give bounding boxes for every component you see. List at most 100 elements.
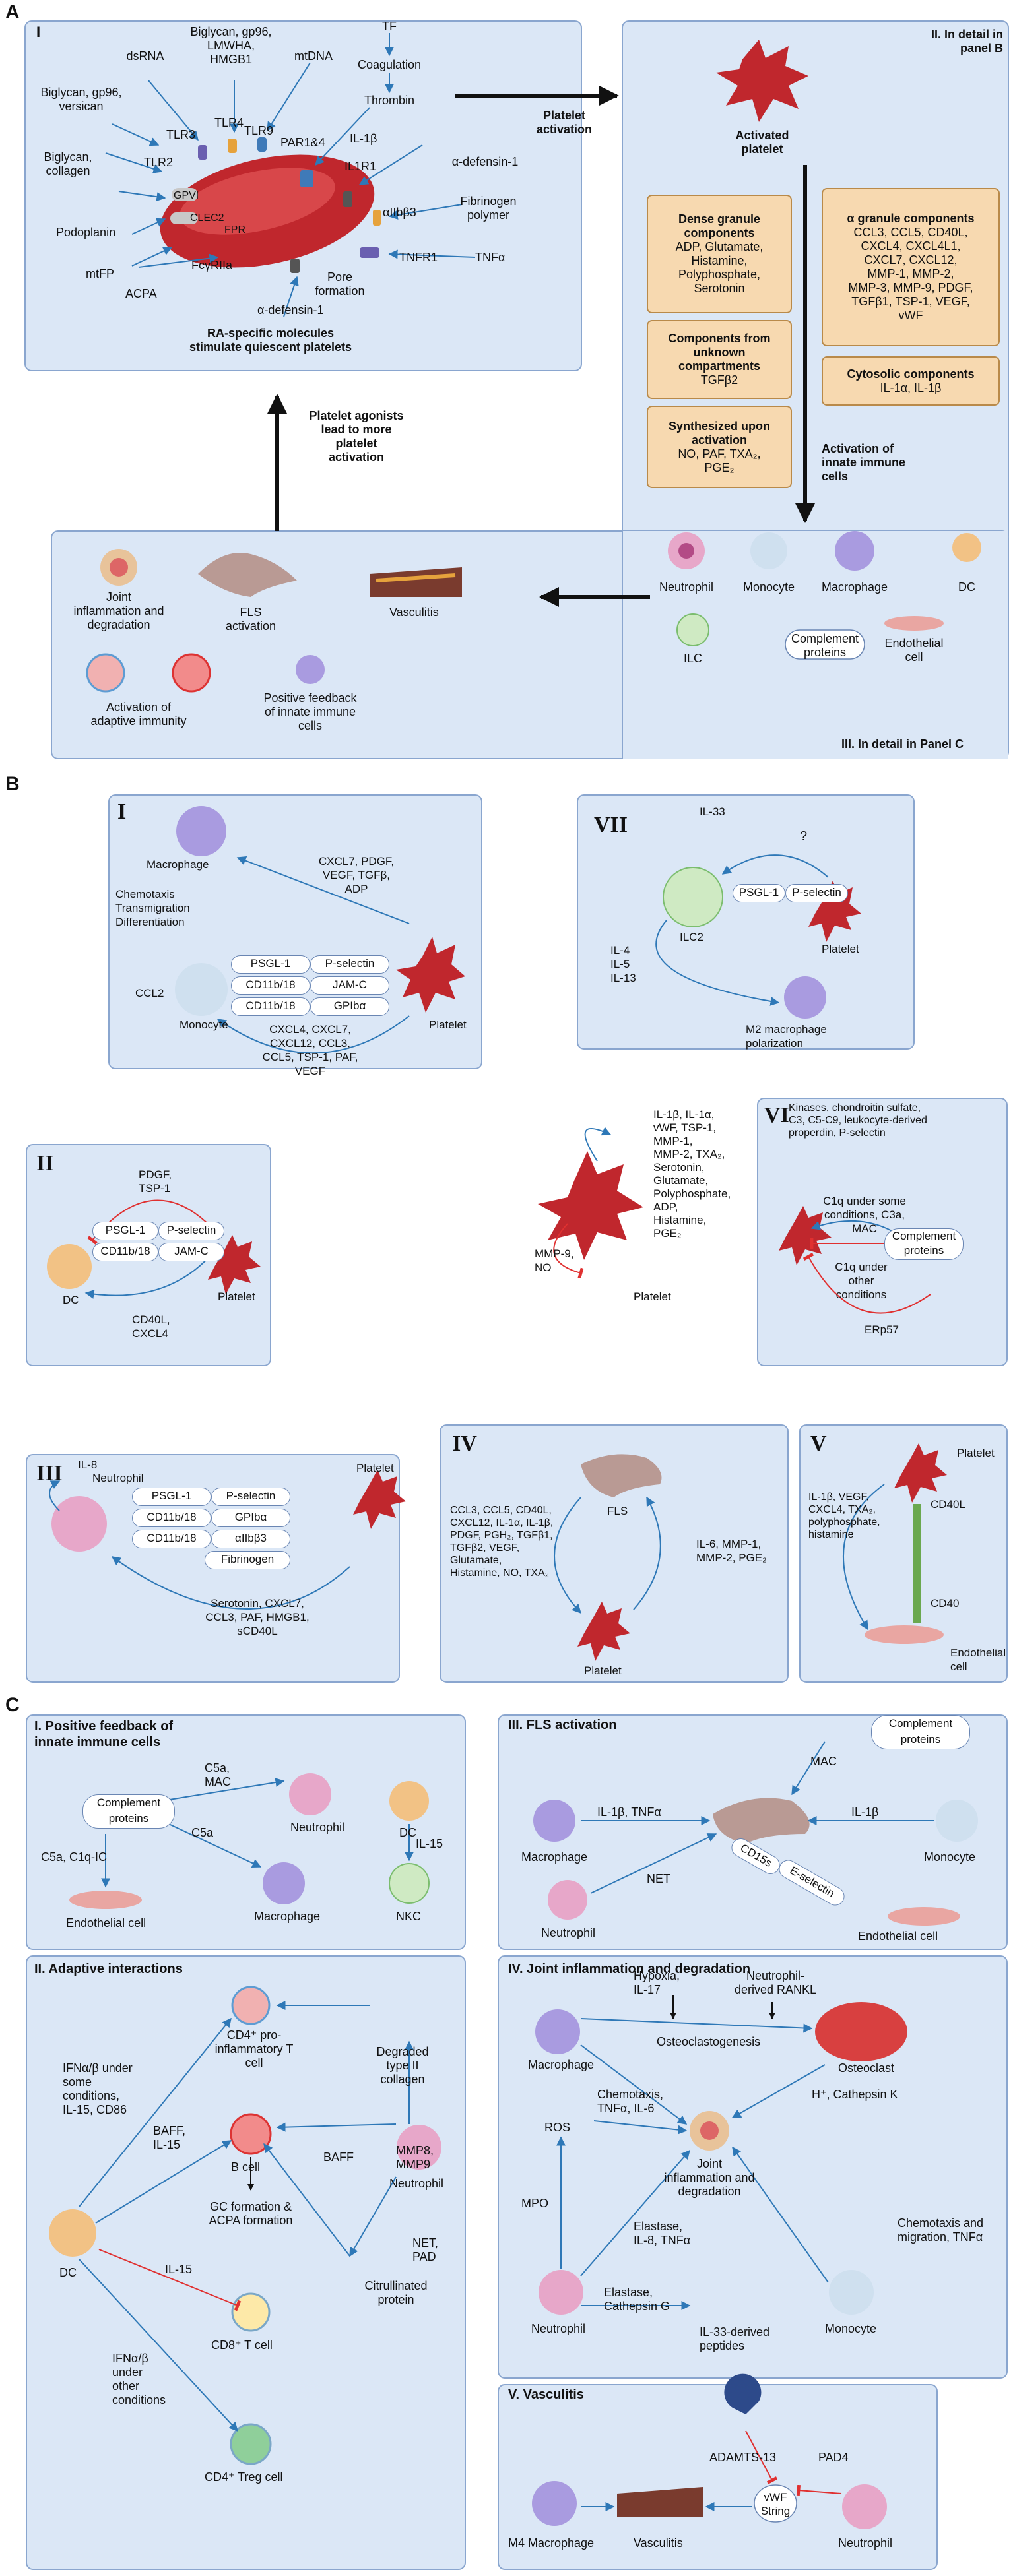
b-iv-platelet: Platelet (584, 1664, 622, 1677)
b-iii-il8: IL-8 (78, 1459, 98, 1471)
c-iv-osteoclastogenesis: Osteoclastogenesis (657, 2035, 761, 2048)
ligand-tnfa: TNFα (475, 251, 506, 264)
c-ii-treg: CD4⁺ Treg cell (205, 2470, 283, 2484)
b-ii-pdgf: PDGF, TSP-1 (139, 1168, 172, 1195)
agonists-label: Platelet agonists lead to more platelet … (309, 409, 404, 464)
receptor-tlr4: TLR4 (214, 116, 244, 129)
receptor-tlr2: TLR2 (144, 156, 174, 169)
fls-activation-a: FLS activation (225, 606, 277, 633)
c-ii-neutrophil: Neutrophil (389, 2177, 444, 2190)
b-i-chemotaxis: Chemotaxis Transmigration Differentiatio… (115, 888, 190, 928)
c-v-title: V. Vasculitis (508, 2387, 584, 2402)
activated-platelet-label: Activated platelet (735, 129, 789, 156)
ligand-biglycan-versican: Biglycan, gp96, versican (40, 86, 122, 113)
c-iv-nrankl: Neutrophil- derived RANKL (734, 1969, 817, 1996)
c-iii-complement: Complement proteins (871, 1715, 970, 1749)
b-v-endothelial: Endothelial cell (950, 1647, 1006, 1673)
c-v-pad4: PAD4 (818, 2451, 849, 2464)
b-ii-psgl1: PSGL-1 (92, 1222, 158, 1240)
b-vi-c1q-other: C1q under other conditions (835, 1261, 888, 1301)
b-v-number: V (810, 1431, 827, 1456)
ligand-il1b: IL-1β (350, 132, 377, 145)
panel-a-i-number: I (36, 24, 41, 40)
ilc-a: ILC (683, 652, 702, 665)
b-iv-left: CCL3, CCL5, CD40L, CXCL12, IL-1α, IL-1β,… (450, 1505, 554, 1579)
ligand-tf: TF (382, 20, 397, 33)
b-ii-cd40: CD40L, CXCL4 (132, 1313, 170, 1340)
ligand-biglycan-lmwha: Biglycan, gp96, LMWHA, HMGB1 (190, 25, 272, 66)
b-i-cd11b-1: CD11b/18 (231, 976, 310, 995)
receptor-fcgr: FcγRIIa (191, 259, 233, 272)
neutrophil-a: Neutrophil (659, 581, 714, 594)
b-ii-cd11b: CD11b/18 (92, 1243, 158, 1261)
c-iii-neutrophil: Neutrophil (541, 1926, 596, 1939)
b-ii-pselectin: P-selectin (158, 1222, 224, 1240)
receptor-tlr9: TLR9 (244, 124, 274, 137)
c-iv-neutrophil: Neutrophil (531, 2322, 586, 2335)
c-iv-ros: ROS (544, 2121, 571, 2134)
b-center-mmp9: MMP-9, NO (535, 1247, 574, 1274)
b-i-jamc: JAM-C (310, 976, 389, 995)
joint-inflammation-a: Joint inflammation and degradation (73, 590, 164, 631)
c-v-neutrophil: Neutrophil (838, 2536, 893, 2550)
b-vii-platelet: Platelet (822, 943, 859, 955)
cell-icons-b (47, 806, 947, 1661)
b-iii-cd11b-2: CD11b/18 (132, 1530, 211, 1548)
b-i-macrophage: Macrophage (147, 858, 209, 871)
b-ii-platelet: Platelet (218, 1290, 255, 1303)
ligand-dsrna: dsRNA (126, 49, 164, 63)
c-iv-chemo1: Chemotaxis, TNFα, IL-6 (597, 2088, 664, 2115)
c-ii-mmp: MMP8, MMP9 (396, 2144, 434, 2171)
c-iv-monocyte: Monocyte (825, 2322, 877, 2335)
receptor-fpr: FPR (224, 224, 245, 236)
cell-icons-a3 (86, 531, 981, 693)
b-i-ccl2: CCL2 (135, 987, 164, 999)
b-v-cd40l: CD40L (931, 1498, 965, 1511)
c-iii-monocyte: Monocyte (924, 1850, 976, 1864)
b-iii-neutrophil: Neutrophil (92, 1472, 144, 1484)
receptor-clec2: CLEC2 (190, 212, 224, 224)
b-vi-complement: Complement proteins (884, 1228, 964, 1260)
receptor-par: PAR1&4 (280, 136, 325, 149)
ligand-defensin-bottom: α-defensin-1 (257, 303, 324, 317)
b-iii-bottom: Serotonin, CXCL7, CCL3, PAF, HMGB1, sCD4… (205, 1597, 310, 1637)
ligand-mtfp: mtFP (86, 267, 114, 280)
c-ii-citrullinated: Citrullinated protein (364, 2279, 428, 2306)
c-ii-net: NET, PAD (412, 2236, 439, 2263)
platelet-activation-label: Platelet activation (536, 109, 593, 136)
b-vii-interleukins: IL-4 IL-5 IL-13 (610, 944, 636, 984)
c-i-complement: Complement proteins (82, 1794, 175, 1829)
c-iii-net: NET (647, 1872, 670, 1885)
b-vii-m2: M2 macrophage polarization (746, 1023, 827, 1050)
c-i-c5a-c1q: C5a, C1q-IC (41, 1850, 108, 1864)
b-i-gpiba: GPIbα (310, 997, 389, 1016)
b-iii-platelet: Platelet (356, 1462, 394, 1474)
b-vi-number: VI (764, 1103, 789, 1127)
b-vi-erp57: ERp57 (865, 1323, 899, 1336)
c-v-m4: M4 Macrophage (508, 2536, 595, 2550)
c-iii-title: III. FLS activation (508, 1718, 617, 1732)
complement-a: Complement proteins (791, 632, 859, 659)
ligand-mtdna: mtDNA (294, 49, 333, 63)
b-ii-number: II (36, 1151, 54, 1176)
b-v-list: IL-1β, VEGF, CXCL4, TXA₂, polyphosphate,… (808, 1492, 880, 1540)
ligand-podoplanin: Podoplanin (56, 226, 116, 239)
c-iii-mac: MAC (810, 1755, 837, 1768)
b-i-platelet: Platelet (429, 1019, 467, 1031)
b-iv-right: IL-6, MMP-1, MMP-2, PGE₂ (696, 1538, 767, 1564)
b-vii-psgl1: PSGL-1 (733, 884, 785, 902)
b-iii-number: III (36, 1461, 63, 1486)
panel-a-ii-label: II. In detail in panel B (931, 28, 1003, 55)
c-iv-macrophage: Macrophage (528, 2058, 595, 2071)
c-iv-il33: IL-33-derived peptides (700, 2325, 770, 2352)
b-iii-pselectin: P-selectin (211, 1488, 290, 1506)
b-center-platelet: Platelet (634, 1290, 671, 1303)
ligand-acpa: ACPA (125, 287, 157, 300)
b-iii-psgl1: PSGL-1 (132, 1488, 211, 1506)
c-ii-baff-il15: BAFF, IL-15 (153, 2124, 186, 2151)
b-iii-fibrinogen: Fibrinogen (205, 1551, 290, 1569)
